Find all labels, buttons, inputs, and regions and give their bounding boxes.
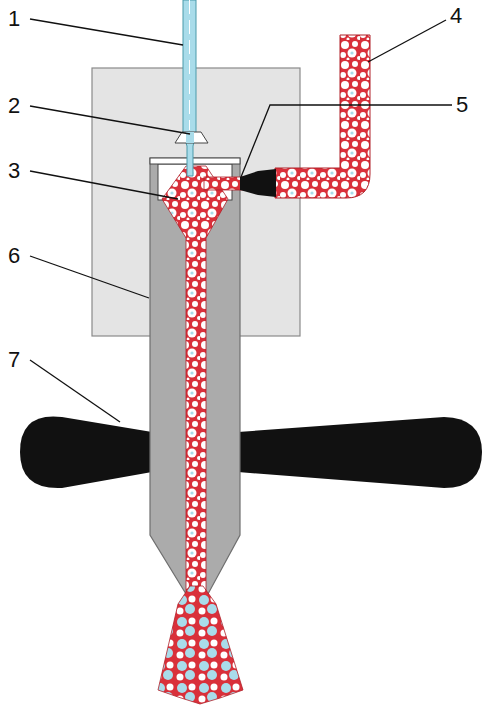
callout-number: 5 — [456, 93, 468, 117]
callout-number: 7 — [8, 348, 20, 372]
callout-number: 3 — [8, 159, 20, 183]
callout-number: 6 — [8, 244, 20, 268]
callout-number: 2 — [8, 94, 20, 118]
callout-number: 4 — [450, 4, 462, 28]
callout-number: 1 — [8, 7, 20, 31]
leader-lines — [30, 19, 452, 422]
